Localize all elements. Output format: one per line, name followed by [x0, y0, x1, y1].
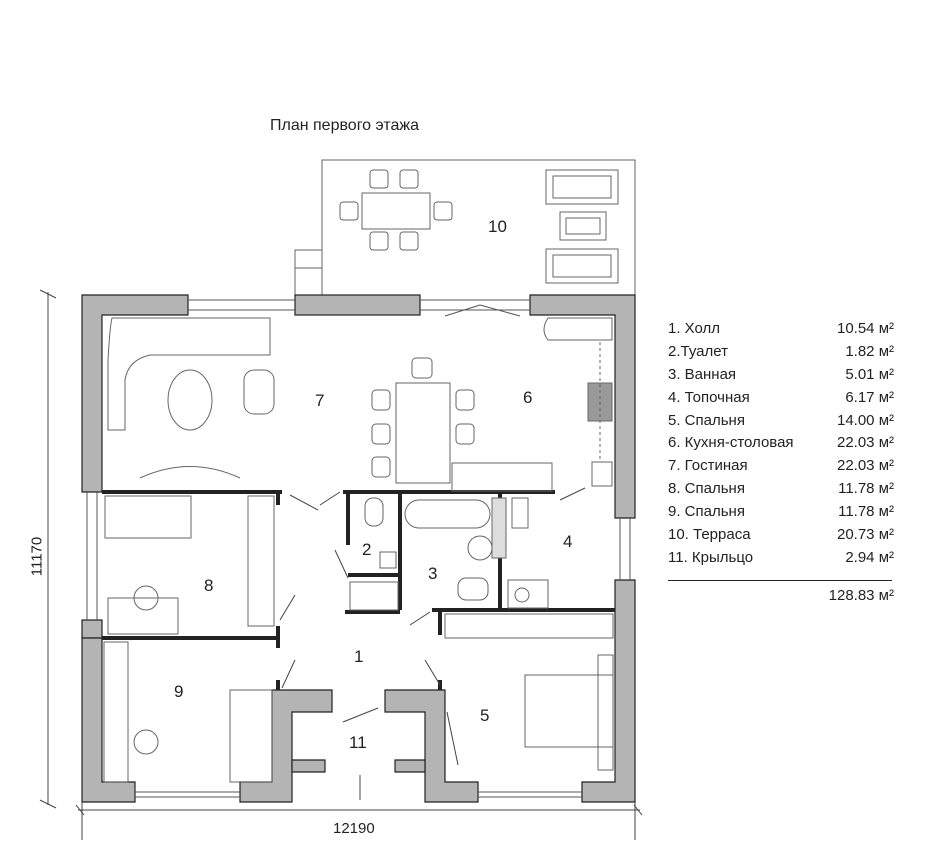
terrace-dining-set: [339, 169, 453, 251]
legend-room-area: 5.01 м²: [845, 365, 894, 383]
legend-room-area: 14.00 м²: [836, 411, 894, 429]
windows: [86, 299, 631, 798]
legend-room-name: 2.Туалет: [668, 342, 728, 360]
kitchen-furniture: [371, 317, 613, 492]
room-number-1: 1: [354, 647, 363, 666]
depth-dimension: 11170: [28, 536, 46, 577]
legend-room-area: 11.78 м²: [838, 503, 894, 521]
legend-room-name: 4. Топочная: [668, 388, 750, 406]
legend-row: 4. Топочная 6.17 м²: [668, 387, 894, 410]
legend-row: 8. Спальня 11.78 м²: [668, 478, 894, 501]
legend-row: 6. Кухня-столовая 22.03 м²: [668, 432, 894, 455]
bedroom-furniture: [103, 495, 614, 783]
legend-row: 1. Холл 10.54 м²: [668, 318, 894, 341]
legend-row: 10. Терраса 20.73 м²: [668, 524, 894, 547]
legend-row: 9. Спальня 11.78 м²: [668, 501, 894, 524]
legend-row: 3. Ванная 5.01 м²: [668, 364, 894, 387]
legend-total: 128.83 м²: [828, 586, 894, 604]
legend-room-area: 2.94 м²: [845, 548, 894, 566]
legend-room-name: 6. Кухня-столовая: [668, 434, 794, 452]
room-number-11: 11: [349, 733, 367, 752]
legend-room-area: 20.73 м²: [836, 526, 894, 544]
legend-room-area: 1.82 м²: [845, 342, 894, 360]
legend-room-name: 11. Крыльцо: [668, 548, 754, 566]
legend-row: 2.Туалет 1.82 м²: [668, 341, 894, 364]
legend-room-name: 3. Ванная: [668, 365, 737, 383]
area-legend: 1. Холл 10.54 м² 2.Туалет 1.82 м² 3. Ванная 5…: [668, 318, 894, 604]
legend-room-area: 6.17 м²: [845, 388, 894, 406]
doors: [279, 487, 586, 766]
legend-room-name: 8. Спальня: [668, 480, 745, 498]
legend-room-area: 22.03 м²: [836, 434, 894, 452]
legend-room-name: 1. Холл: [668, 320, 721, 337]
living-furniture: [107, 317, 275, 479]
terrace: [294, 159, 636, 295]
room-number-5: 5: [480, 706, 489, 725]
legend-divider: [668, 579, 892, 581]
legend-row: 5. Спальня 14.00 м²: [668, 410, 894, 433]
terrace-loungers: [545, 169, 619, 284]
width-dimension: 12190: [333, 820, 375, 837]
bath-fixtures: [349, 497, 549, 611]
legend-room-area: 10.54 м²: [836, 320, 894, 337]
legend-row: 7. Гостиная 22.03 м²: [668, 455, 894, 478]
dimension-lines: [39, 289, 643, 840]
room-number-3: 3: [428, 564, 437, 583]
room-number-10: 10: [488, 217, 507, 236]
room-number-6: 6: [523, 388, 532, 407]
exterior-walls: [81, 294, 636, 803]
legend-room-area: 11.78 м²: [838, 480, 894, 498]
room-number-9: 9: [174, 682, 183, 701]
legend-room-name: 9. Спальня: [668, 503, 745, 521]
legend-room-name: 10. Терраса: [668, 526, 751, 544]
plan-title: План первого этажа: [270, 117, 419, 134]
room-number-8: 8: [204, 576, 213, 595]
room-number-2: 2: [362, 540, 371, 559]
room-number-7: 7: [315, 391, 324, 410]
legend-room-area: 22.03 м²: [836, 457, 894, 475]
legend-row: 11. Крыльцо 2.94 м²: [668, 547, 894, 570]
legend-room-name: 7. Гостиная: [668, 457, 748, 475]
room-number-4: 4: [563, 532, 572, 551]
legend-room-name: 5. Спальня: [668, 411, 745, 429]
interior-walls: [102, 490, 615, 690]
